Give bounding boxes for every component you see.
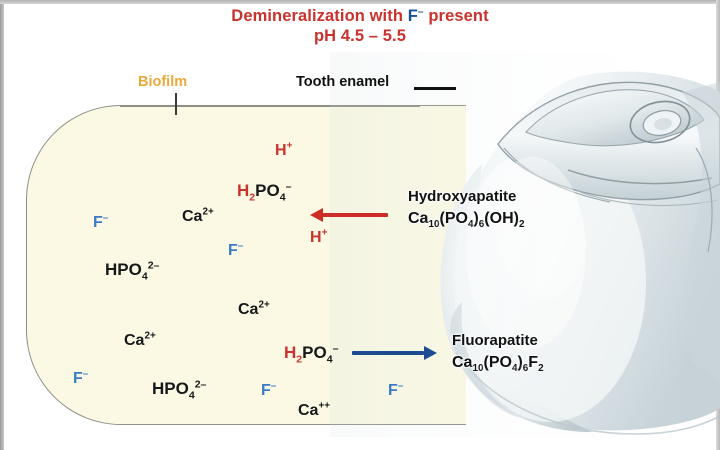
- ion-h2po4-1: H2PO4–: [237, 180, 292, 204]
- ion-ca-2plus-3: Ca2+: [124, 330, 156, 349]
- remineralization-arrow-line: [352, 351, 424, 355]
- ion-hpo4-1: HPO42–: [105, 259, 160, 283]
- title-fluoride-ion: F–: [408, 7, 424, 25]
- ion-f-minus-5: F–: [388, 380, 404, 399]
- figure-title: Demineralization with F– present pH 4.5 …: [0, 6, 720, 46]
- tooth-enamel-label: Tooth enamel: [296, 74, 390, 90]
- frame-top-border: [0, 0, 720, 4]
- title-suffix: present: [423, 7, 489, 25]
- ion-h-plus-2: H+: [310, 227, 328, 246]
- hydroxyapatite-label-group: Hydroxyapatite Ca10(PO4)6(OH)2: [408, 188, 525, 231]
- ion-f-minus-4: F–: [261, 380, 277, 399]
- tooth-illustration: [330, 52, 720, 437]
- ion-f-minus-2: F–: [228, 240, 244, 259]
- title-fluoride-charge: –: [417, 6, 424, 18]
- ion-f-minus-3: F–: [73, 368, 89, 387]
- remineralization-arrow-head: [424, 346, 437, 360]
- hydroxyapatite-formula: Ca10(PO4)6(OH)2: [408, 210, 525, 231]
- title-ph-range: pH 4.5 – 5.5: [314, 27, 406, 46]
- fluorapatite-name: Fluorapatite: [452, 332, 538, 349]
- ion-h-plus-1: H+: [275, 140, 293, 159]
- ion-f-minus-1: F–: [93, 212, 109, 231]
- ion-ca-2plus-1: Ca2+: [182, 206, 214, 225]
- title-prefix: Demineralization with: [231, 7, 408, 25]
- biofilm-top-edge: [120, 105, 420, 107]
- demineralization-arrow-line: [322, 213, 388, 217]
- title-line-1: Demineralization with F– present: [0, 6, 720, 26]
- title-fluoride-symbol: F: [407, 7, 418, 25]
- ion-ca-plusplus: Ca++: [298, 400, 331, 419]
- ion-h2po4-2: H2PO4–: [284, 342, 339, 366]
- ion-ca-2plus-2: Ca2+: [238, 299, 270, 318]
- demineralization-arrow-head: [310, 208, 323, 222]
- biofilm-leader-line: [175, 93, 177, 115]
- biofilm-label: Biofilm: [138, 74, 188, 90]
- tooth-enamel-leader-line: [414, 87, 456, 90]
- fluorapatite-formula: Ca10(PO4)6F2: [452, 354, 544, 375]
- ion-hpo4-2: HPO42–: [152, 378, 207, 402]
- fluorapatite-label-group: Fluorapatite Ca10(PO4)6F2: [452, 332, 544, 375]
- hydroxyapatite-name: Hydroxyapatite: [408, 188, 517, 205]
- frame-left-border: [0, 0, 4, 450]
